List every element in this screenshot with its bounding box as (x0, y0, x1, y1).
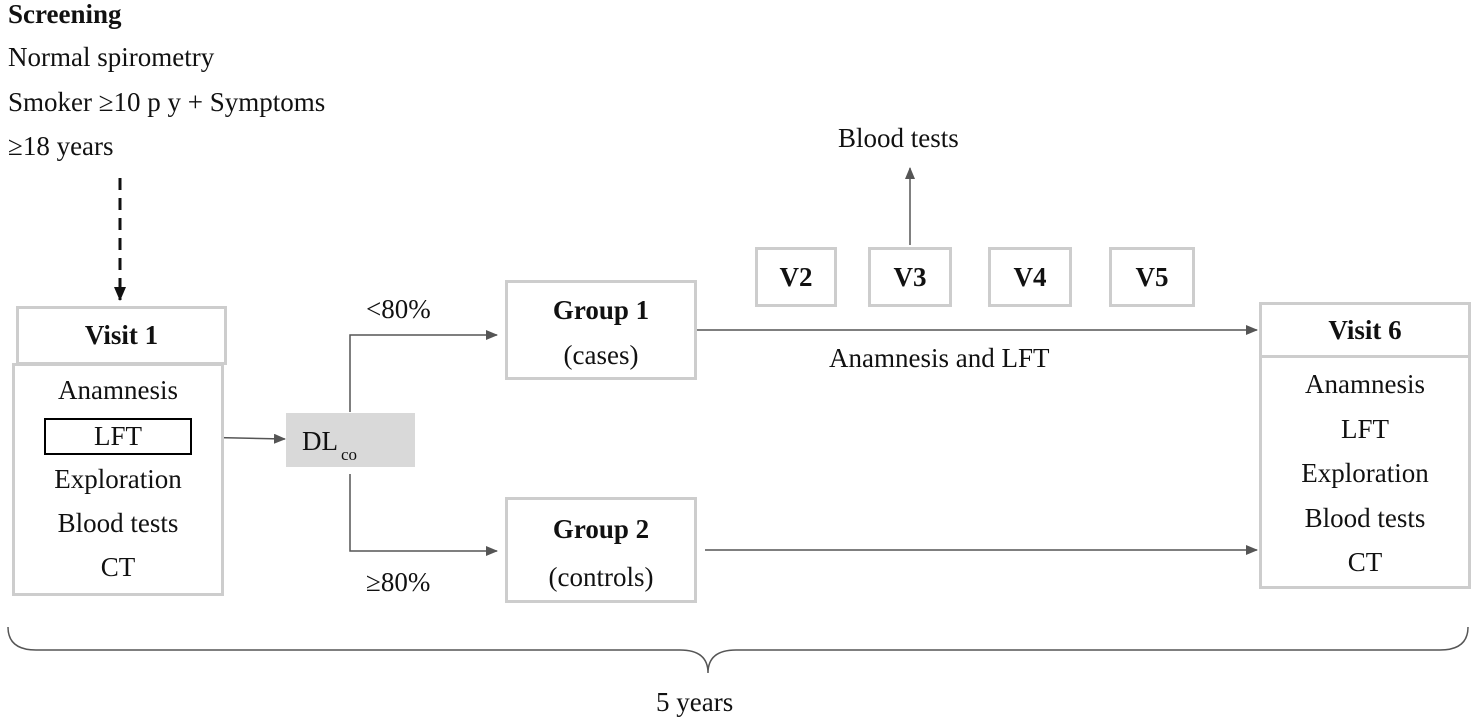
visit1-header: Visit 1 (16, 306, 227, 365)
dlco-label: DL (302, 426, 338, 456)
visit1-lft-box: LFT (44, 418, 192, 455)
branch-low-arrow (349, 330, 498, 412)
visit-v3: V3 (868, 247, 952, 307)
group2-title: Group 2 (552, 514, 650, 544)
visit-label: V2 (779, 261, 813, 292)
visit-v5: V5 (1109, 247, 1195, 307)
visit6-title: Visit 6 (1328, 314, 1402, 345)
duration-brace (7, 626, 1469, 674)
group1-title: Group 1 (552, 295, 650, 325)
screening-criterion: Smoker ≥10 p y + Symptoms (8, 87, 326, 117)
screening-criterion: ≥18 years (8, 131, 114, 161)
visit6-header: Visit 6 (1259, 302, 1471, 358)
visit6-item: Exploration (1301, 458, 1429, 488)
group2-subtitle: (controls) (548, 562, 654, 592)
branch-high-label: ≥80% (366, 567, 431, 597)
visit1-item: CT (100, 552, 136, 582)
screening-title: Screening (8, 0, 122, 29)
visit-v2: V2 (755, 247, 837, 307)
visit6-body (1259, 355, 1471, 589)
blood-tests-label: Blood tests (838, 123, 959, 153)
visit6-item: LFT (1340, 414, 1389, 444)
group2-box: Group 2 (controls) (505, 497, 697, 603)
visit1-item: Blood tests (57, 508, 179, 538)
visit1-item: Exploration (54, 464, 182, 494)
visit1-body (12, 363, 224, 596)
visit-label: V4 (1013, 261, 1047, 292)
duration-label: 5 years (656, 687, 734, 717)
visit-label: V5 (1135, 261, 1169, 292)
visit1-item: Anamnesis (58, 375, 178, 405)
dlco-box: DL co (286, 413, 415, 467)
dlco-subscript: co (341, 445, 358, 464)
branch-high-arrow (349, 474, 498, 556)
branch-low-label: <80% (366, 294, 431, 324)
visit-v4: V4 (988, 247, 1072, 307)
group1-subtitle: (cases) (563, 340, 639, 370)
visit6-item: CT (1347, 547, 1383, 577)
group1-box: Group 1 (cases) (505, 280, 697, 380)
visit1-title: Visit 1 (84, 320, 159, 350)
screening-criterion: Normal spirometry (8, 42, 215, 72)
visit1-item: LFT (93, 421, 142, 451)
visit-label: V3 (893, 261, 927, 292)
followup-label: Anamnesis and LFT (829, 343, 1050, 373)
visit6-item: Blood tests (1304, 503, 1426, 533)
visit6-item: Anamnesis (1305, 369, 1425, 399)
